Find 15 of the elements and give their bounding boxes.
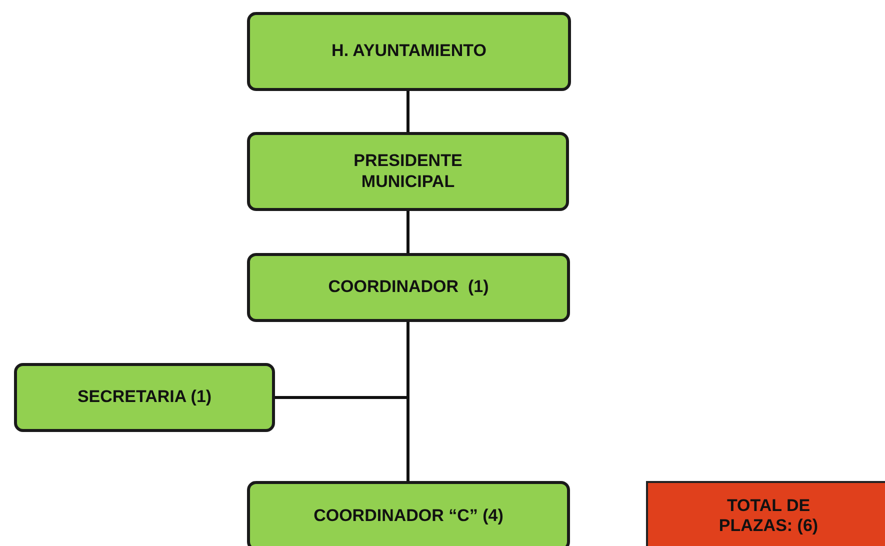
total-box: [646, 481, 885, 546]
box-label: TOTAL DE PLAZAS: (6): [718, 496, 820, 536]
org-box: [14, 363, 275, 432]
box-label: COORDINADOR “C” (4): [314, 506, 504, 526]
org-box: [247, 132, 569, 211]
connector-line: [275, 322, 410, 399]
org-box: [247, 253, 570, 322]
connector-line: [406, 211, 410, 253]
connector-line: [406, 91, 410, 132]
box-label: H. AYUNTAMIENTO: [332, 41, 486, 62]
box-label: PRESIDENTE MUNICIPAL: [352, 151, 464, 192]
org-box: [247, 481, 570, 546]
box-label: COORDINADOR (1): [328, 277, 489, 298]
org-box: [247, 12, 571, 91]
box-label: SECRETARIA (1): [77, 387, 212, 408]
